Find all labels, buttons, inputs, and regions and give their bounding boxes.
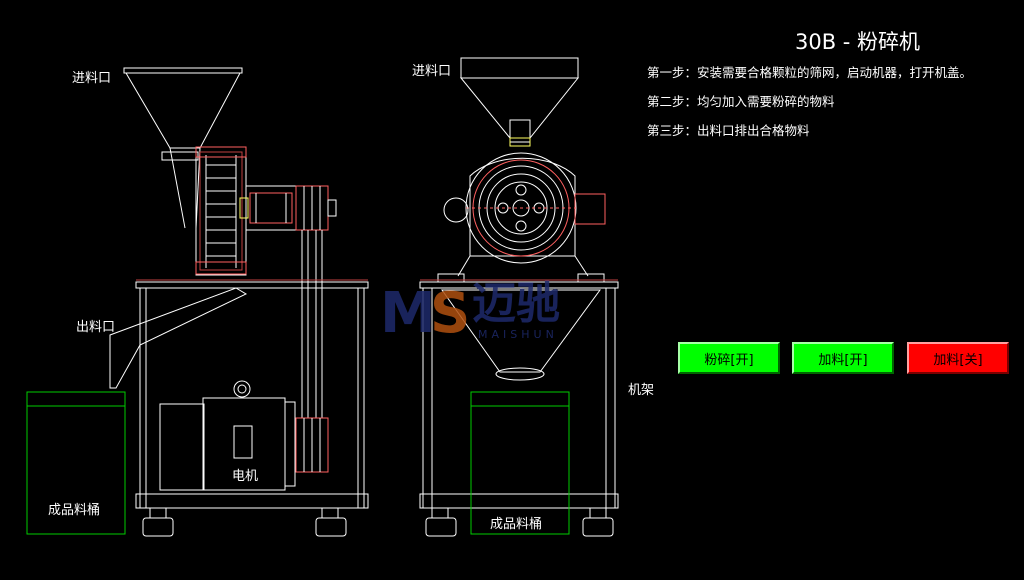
front-outlet-funnel <box>441 289 601 373</box>
watermark-logo: M S 迈驰 MAISHUN <box>380 278 560 346</box>
side-bin-label: 成品料桶 <box>48 503 101 518</box>
front-inlet-label: 进料口 <box>412 64 452 79</box>
crush-on-button[interactable]: 粉碎[开] <box>678 342 780 374</box>
side-inlet-label: 进料口 <box>72 71 112 86</box>
side-bearing-housing <box>239 185 297 231</box>
side-outlet-chute <box>109 287 248 389</box>
front-view <box>419 57 619 537</box>
step-1-text: 第一步：安装需要合格颗粒的筛网，启动机器，打开机盖。 <box>647 65 973 80</box>
side-outlet-label: 出料口 <box>76 320 116 335</box>
feed-on-button[interactable]: 加料[开] <box>792 342 894 374</box>
svg-text:S: S <box>430 281 470 346</box>
front-bin-label: 成品料桶 <box>490 517 543 532</box>
motor-label: 电机 <box>232 469 259 484</box>
side-table-top <box>135 281 369 289</box>
step-2-text: 第二步：均匀加入需要粉碎的物料 <box>647 94 835 109</box>
front-hopper <box>459 77 580 139</box>
svg-text:迈驰: 迈驰 <box>472 278 560 329</box>
feed-off-button[interactable]: 加料[关] <box>907 342 1009 374</box>
front-feet <box>425 507 614 537</box>
front-hopper-rim <box>460 57 579 79</box>
svg-text:M: M <box>380 281 436 346</box>
side-feet <box>142 507 347 537</box>
front-product-bin <box>470 391 570 535</box>
frame-label: 机架 <box>628 383 655 398</box>
side-crusher-chamber <box>195 146 247 276</box>
page-title: 30B - 粉碎机 <box>795 30 921 54</box>
svg-text:MAISHUN: MAISHUN <box>478 328 558 341</box>
front-crusher-chamber <box>443 152 606 264</box>
side-motor <box>159 380 329 491</box>
step-3-text: 第三步：出料口排出合格物料 <box>647 123 810 138</box>
side-hopper <box>125 72 241 149</box>
side-hopper-rim <box>123 67 243 74</box>
side-view <box>109 67 369 537</box>
side-product-bin <box>26 391 126 535</box>
side-pulley <box>295 185 337 231</box>
